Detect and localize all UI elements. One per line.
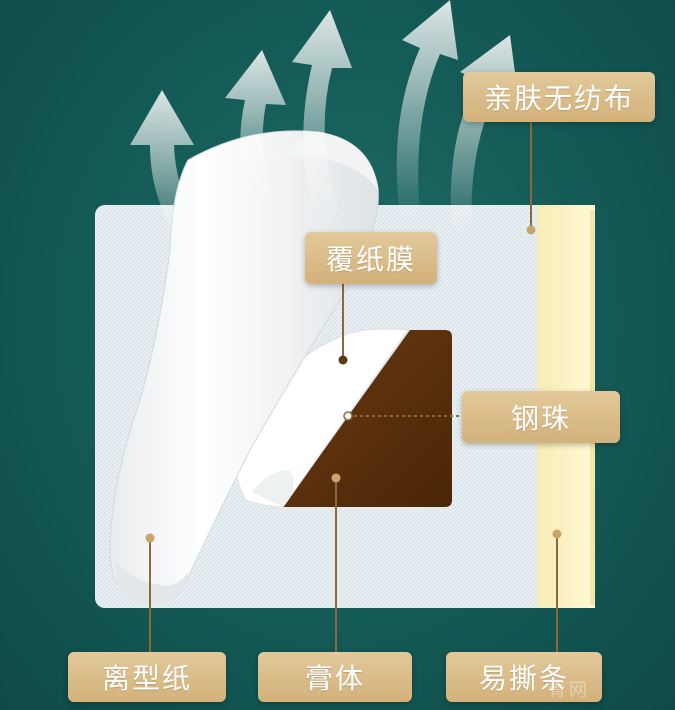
label-skin-fabric: 亲肤无纺布 xyxy=(463,72,655,122)
label-paste: 膏体 xyxy=(258,652,412,702)
watermark: 青网 xyxy=(548,680,590,701)
label-cover-film: 覆纸膜 xyxy=(305,232,437,284)
label-steel-bead: 钢珠 xyxy=(462,391,620,443)
guide-lines xyxy=(149,122,558,652)
label-tear-strip: 易撕条 xyxy=(446,652,602,702)
release-pointer-dot xyxy=(145,533,155,543)
breathable-arrow-icon xyxy=(130,0,518,245)
bead-pointer-dot xyxy=(343,411,353,421)
strip-pointer-dot xyxy=(552,529,562,539)
label-release-paper: 离型纸 xyxy=(68,652,226,702)
fabric-pointer-dot xyxy=(526,225,536,235)
paste-area xyxy=(283,330,452,507)
paste-pointer-dot xyxy=(331,473,341,483)
film-pointer-dot xyxy=(338,355,348,365)
